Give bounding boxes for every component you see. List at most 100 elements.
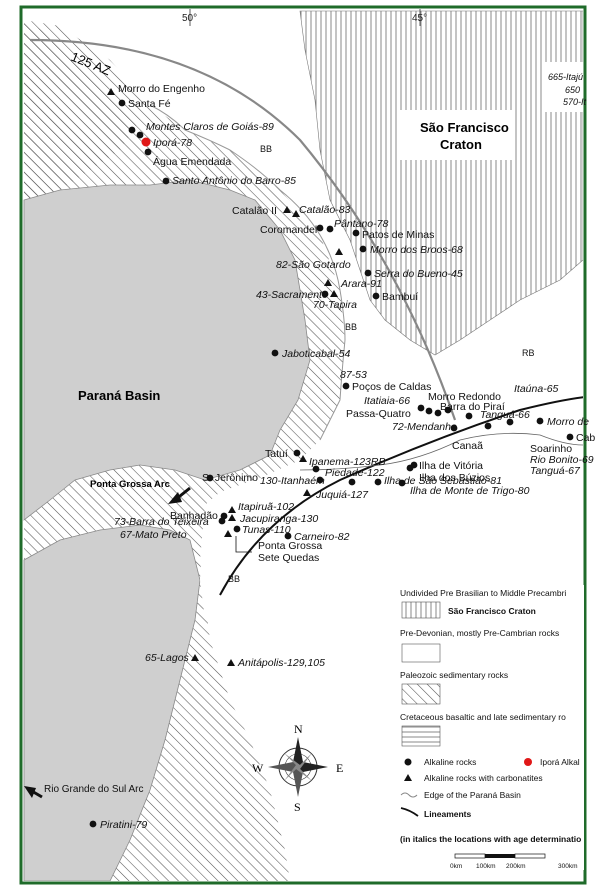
scale-label-200: 200km [506,863,526,870]
legend-cretaceous: Cretaceous basaltic and late sedimentary… [400,712,566,722]
legend-lineament-line [400,807,419,817]
label-catalao83: Catalão-83 [299,204,351,216]
label-itatiaia: Itatiaia-66 [364,395,410,407]
label-itapirua: Itapiruã-102 [238,501,294,513]
label-morro-engenho: Morro do Engenho [118,83,205,95]
compass-rose [268,737,328,797]
label-itauna: Itaúna-65 [514,383,559,395]
top-right-label-3: 570-It [563,97,587,107]
top-right-label-bg [545,62,583,112]
legend-carbonatite-triangle [404,774,412,781]
compass-n: N [294,722,303,736]
rio-grande-arrowhead [24,786,36,798]
label-santo-antonio: Santo Antônio do Barro-85 [172,175,296,187]
scale-seg-3 [514,853,546,859]
basin-edge-line [149,104,346,441]
label-ipanema: Ipanema-123RB [309,456,385,468]
label-pantano: Pântano-78 [334,218,388,230]
label-ipora: Iporá-78 [153,137,192,149]
label-agua-emendada: Água Emendada [153,155,231,168]
label-coromandel: Coromandel [260,224,317,236]
label-ilha-vitoria: Ilha de Vitória [419,460,483,472]
label-barra-teixeira: 73-Barra do Teixeira [114,516,209,528]
compass-e: E [336,761,343,775]
label-jaboticabal: Jaboticabal-54 [281,348,350,360]
scale-label-300: 300km [558,863,578,870]
label-canaa: Canaã [452,440,483,452]
label-carneiro: Carneiro-82 [294,531,350,543]
legend-ipora-dot [524,758,532,766]
label-arara: Arara-91 [340,278,382,290]
label-87-53: 87-53 [340,369,367,381]
label-tapira: 70-Tapira [313,299,357,311]
ponta-grossa-bracket [235,536,252,553]
label-morro-broos: Morro dos Broos-68 [370,244,463,256]
parana-basin-south [23,524,201,881]
label-bambui: Bambuí [382,291,418,303]
label-morro-de: Morro de [547,416,589,428]
longitude-tick-50: 50° [182,13,197,24]
compass-s: S [294,800,301,814]
label-tatui: Tatuí [265,448,288,460]
label-soarinho: Soarinho [530,443,572,455]
label-mato-preto: 67-Mato Preto [120,529,187,541]
craton-label-1: São Francisco [420,120,509,135]
legend-edge-line [400,792,418,798]
scale-label-0: 0km [450,863,462,870]
label-s-jeronimo: S. Jerônimo [202,472,258,484]
legend-sfc: São Francisco Craton [448,606,536,616]
scale-seg-2 [485,854,515,858]
label-barra-pirai: Barra do Piraí [440,401,505,413]
bb-label-2: BB [345,322,357,332]
label-juquia: Juquiá-127 [315,489,369,501]
craton-label-2: Craton [440,137,482,152]
compass-w: W [252,761,264,775]
legend-alkaline: Alkaline rocks [424,757,476,767]
label-lagos: 65-Lagos [145,652,190,664]
ponta-grossa-arc-label: Ponta Grossa Arc [90,479,170,490]
label-morro-redondo: Morro Redondo [428,391,501,403]
label-sao-gotardo: 82-São Gotardo [276,259,351,271]
label-ponta-grossa-2: Sete Quedas [258,552,319,564]
label-pocos: Poços de Caldas [352,381,431,393]
legend-swatch-cretaceous [401,725,441,747]
label-ilha-buzios: Ilha dos Búzios [419,472,490,484]
label-cabo-frio: Cabo Frio [576,432,595,444]
paleozoic-northwest [24,20,140,200]
label-tangua67: Tanguá-67 [530,465,581,477]
top-right-label-1: 665-Itajú [548,72,583,82]
rb-label: RB [522,348,535,358]
label-banhadao: Banhadão [170,510,218,522]
longitude-tick-45: 45° [412,13,427,24]
label-rio-bonito: Rio Bonito-69 [530,454,594,466]
bb-label-1: BB [260,144,272,154]
lineament-125az [29,38,457,421]
legend-ipora: Iporá Alkal [540,757,580,767]
label-tangua66: Tanguá-66 [480,409,530,421]
legend-note: (in italics the locations with age deter… [400,834,581,844]
label-ilha-sao-sebastiao: Ilha de São Sebastião-81 [384,475,502,487]
label-anitapolis: Anitápolis-129,105 [237,657,325,669]
scale-label-100: 100km [476,863,496,870]
top-right-label-2: 650 [565,85,580,95]
label-patos: Patos de Minas [362,229,434,241]
label-jacupiranga: Jacupiranga-130 [239,513,318,525]
label-piratini: Piratini-79 [100,819,147,831]
legend-lineaments: Lineaments [424,809,472,819]
label-ilha-monte-trigo: Ilha de Monte de Trigo-80 [410,485,530,497]
legend-heading1: Undivided Pre Brasilian to Middle Precam… [400,588,566,598]
parana-basin-label: Paraná Basin [78,388,160,403]
label-mendanha: 72-Mendanha [392,421,457,433]
label-montes-claros: Montes Claros de Goiás-89 [146,121,274,133]
alkaline-markers [89,88,574,828]
legend-swatch-sfc [401,601,441,619]
legend-pre-devonian: Pre-Devonian, mostly Pre-Cambrian rocks [400,628,559,638]
label-piedade: Piedade-122 [325,467,385,479]
legend-paleozoic: Paleozoic sedimentary rocks [400,670,508,680]
legend-alkaline-dot [404,758,412,766]
label-serra-bueno: Serra do Bueno-45 [374,268,463,280]
legend: Undivided Pre Brasilian to Middle Precam… [398,585,584,870]
legend-swatch-pre-devonian [401,643,441,663]
